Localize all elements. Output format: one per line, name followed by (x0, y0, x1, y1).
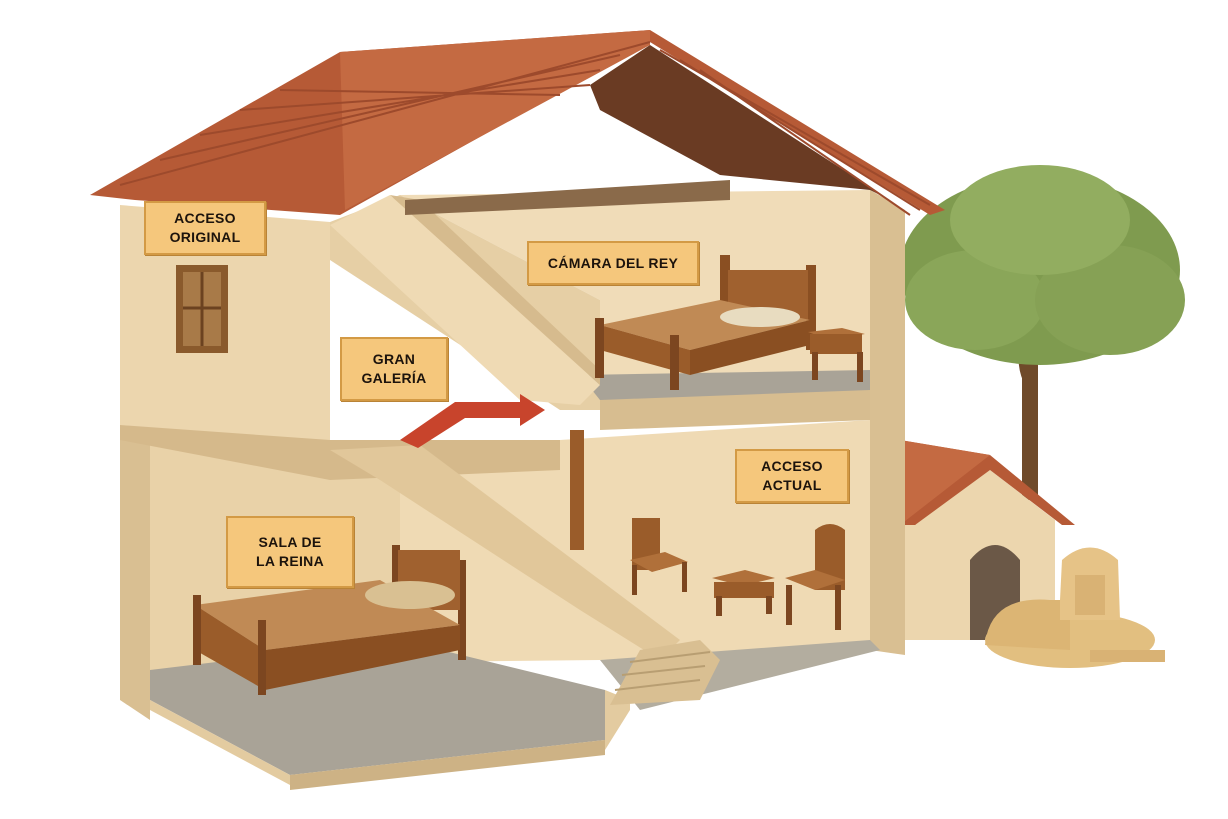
table-icon (712, 570, 775, 616)
label-line: GRAN (372, 351, 416, 367)
window-icon (176, 265, 228, 353)
label-line: GALERÍA (361, 370, 427, 386)
label-acceso-actual: ACCESO ACTUAL (735, 449, 849, 503)
label-line: CÁMARA DEL REY (547, 254, 679, 271)
bed-icon (193, 545, 466, 695)
table-icon (808, 328, 865, 382)
tree-icon (900, 165, 1185, 500)
chair-icon (785, 524, 845, 630)
label-line: ACTUAL (762, 477, 822, 493)
label-sala-de-la-reina: SALA DE LA REINA (226, 516, 354, 588)
label-line: ACCESO (174, 210, 236, 226)
doghouse-icon (900, 440, 1075, 640)
label-gran-galeria: GRAN GALERÍA (340, 337, 448, 401)
chair-icon (630, 518, 688, 595)
label-line: SALA DE (258, 534, 322, 550)
label-camara-del-rey: CÁMARA DEL REY (527, 241, 699, 285)
label-line: LA REINA (256, 553, 324, 569)
bed-icon (595, 255, 816, 390)
roof (90, 30, 945, 216)
label-line: ORIGINAL (169, 229, 241, 245)
label-acceso-original: ACCESO ORIGINAL (144, 201, 266, 255)
sphinx-icon (985, 547, 1165, 668)
arrow-icon (400, 394, 545, 448)
label-line: ACCESO (761, 458, 823, 474)
